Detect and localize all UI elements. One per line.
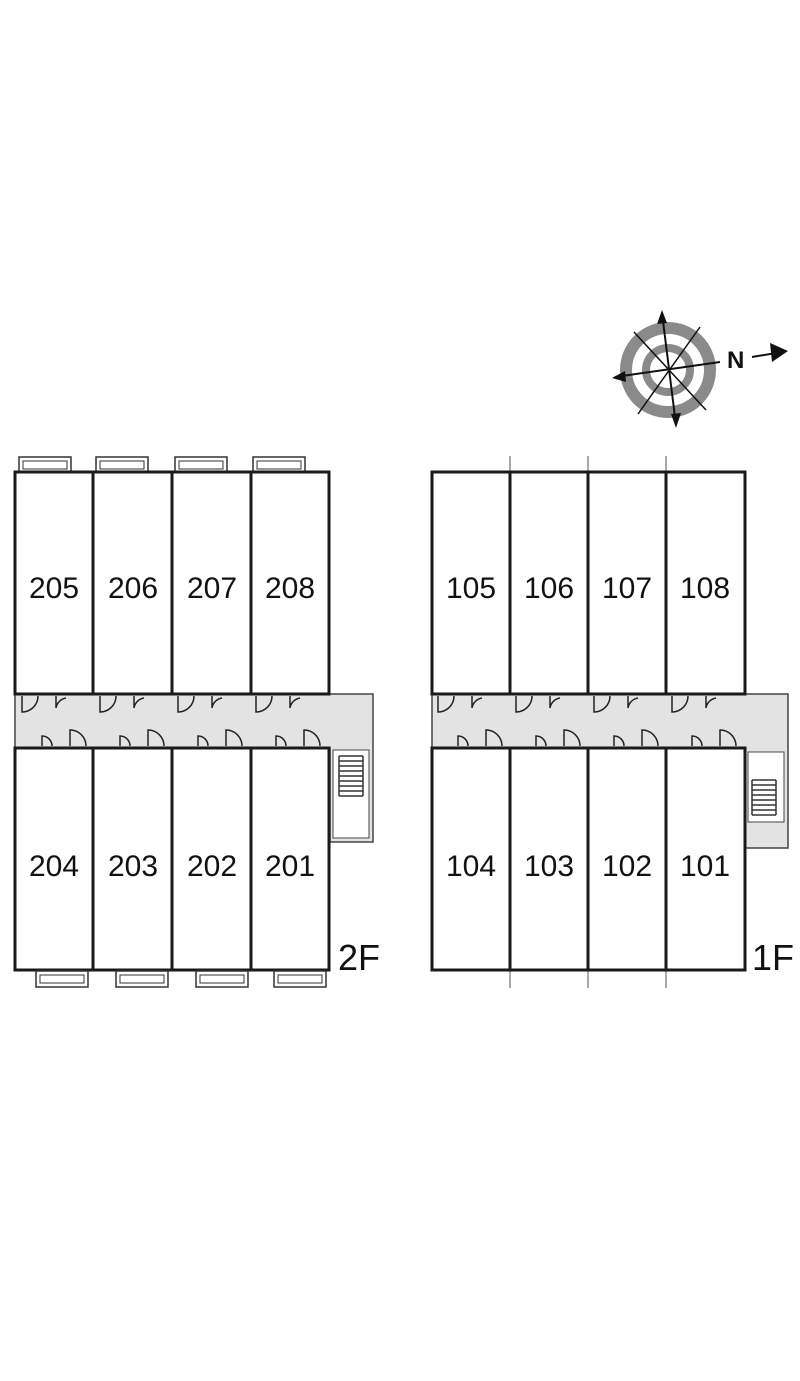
unit-label-201: 201 (265, 850, 315, 883)
unit-label-108: 108 (680, 572, 730, 605)
doors (21, 695, 321, 747)
unit-row-top (13, 470, 331, 696)
corridor (14, 693, 374, 843)
compass-arrowhead (612, 371, 626, 382)
doors (437, 695, 737, 747)
compass: N (612, 310, 788, 428)
unit-label-205: 205 (29, 572, 79, 605)
unit-label-103: 103 (524, 850, 574, 883)
unit-label-106: 106 (524, 572, 574, 605)
unit-label-208: 208 (265, 572, 315, 605)
stairs (751, 779, 777, 816)
unit-label-202: 202 (187, 850, 237, 883)
balcony (119, 974, 165, 984)
floor-label-2f: 2F (338, 937, 380, 978)
unit-101 (664, 746, 747, 972)
floor-label-1f: 1F (752, 937, 794, 978)
balcony (95, 456, 149, 473)
corridor (431, 693, 789, 849)
unit-row-bottom (13, 746, 331, 972)
balcony (195, 970, 249, 988)
balcony (199, 974, 245, 984)
balcony (256, 460, 302, 470)
unit-label-104: 104 (446, 850, 496, 883)
balcony (99, 460, 145, 470)
compass-inner-ring (642, 344, 694, 396)
stairs (338, 755, 364, 797)
unit-label-102: 102 (602, 850, 652, 883)
unit-row-top (430, 470, 747, 696)
compass-line (633, 331, 707, 411)
north-arrow-head (770, 343, 788, 362)
unit-108 (664, 470, 747, 696)
balcony (115, 970, 169, 988)
balcony (178, 460, 224, 470)
balcony (273, 970, 327, 988)
north-label: N (727, 347, 744, 374)
balcony (18, 456, 72, 473)
floor-2f: 205 206 207 208 204 203 202 201 2F (13, 456, 380, 988)
compass-arrowhead (657, 310, 667, 324)
compass-line (614, 361, 721, 378)
unit-201 (249, 746, 331, 972)
unit-208 (249, 470, 331, 696)
unit-label-207: 207 (187, 572, 237, 605)
stair-well (747, 751, 785, 823)
compass-line (637, 326, 701, 415)
unit-label-107: 107 (602, 572, 652, 605)
balcony (22, 460, 68, 470)
floor-1f: 105 106 107 108 104 103 102 101 1F (430, 456, 794, 988)
unit-row-bottom (430, 746, 747, 972)
unit-label-204: 204 (29, 850, 79, 883)
balcony (277, 974, 323, 984)
balcony (35, 970, 89, 988)
unit-label-101: 101 (680, 850, 730, 883)
unit-label-206: 206 (108, 572, 158, 605)
balcony (39, 974, 85, 984)
unit-label-203: 203 (108, 850, 158, 883)
compass-arrowhead (671, 413, 681, 428)
balcony (252, 456, 306, 473)
compass-outer-ring (620, 322, 716, 418)
balcony (174, 456, 228, 473)
unit-label-105: 105 (446, 572, 496, 605)
grid-lines (509, 456, 667, 988)
